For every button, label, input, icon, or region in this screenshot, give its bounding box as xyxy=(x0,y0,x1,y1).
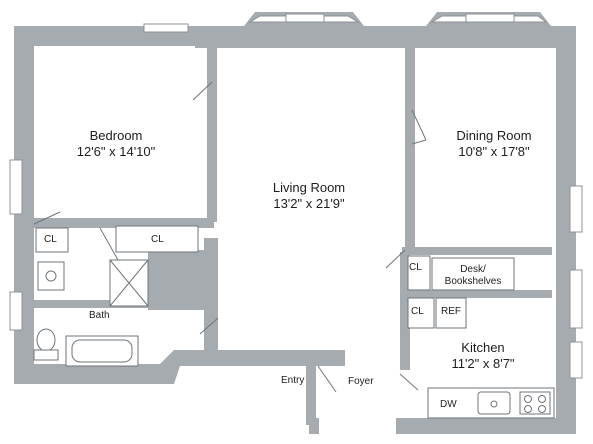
windows xyxy=(9,23,583,379)
dining-kitchen-fixtures xyxy=(407,255,555,419)
closet-label-bedroom-left: CL xyxy=(44,234,57,245)
entry-label: Entry xyxy=(281,375,305,386)
foyer-label: Foyer xyxy=(348,376,374,387)
bay-window-living xyxy=(244,12,364,26)
closet-label-kitchen: CL xyxy=(411,306,424,317)
bedroom-label: Bedroom 12'6" x 14'10" xyxy=(77,128,156,159)
refrigerator-label: REF xyxy=(441,306,461,317)
bedroom-dimensions: 12'6" x 14'10" xyxy=(76,143,156,159)
dishwasher-label: DW xyxy=(440,399,457,410)
bedroom-closets xyxy=(35,225,199,253)
desk-bookshelves-label: Desk/ Bookshelves xyxy=(445,264,502,288)
closet-label-bedroom-right: CL xyxy=(151,234,164,245)
living-room-name: Living Room xyxy=(272,180,346,195)
living-room-dimensions: 13'2" x 21'9" xyxy=(273,195,345,211)
living-room-label: Living Room 13'2" x 21'9" xyxy=(273,180,345,211)
dining-room-label: Dining Room 10'8" x 17'8" xyxy=(456,128,531,159)
bay-window-dining xyxy=(426,12,551,26)
kitchen-dimensions: 11'2" x 8'7" xyxy=(451,355,515,371)
interior-walls xyxy=(24,42,552,370)
dining-room-name: Dining Room xyxy=(456,128,532,143)
bath-label: Bath xyxy=(89,310,110,321)
exterior-walls xyxy=(14,26,576,434)
bedroom-name: Bedroom xyxy=(89,128,143,143)
kitchen-name: Kitchen xyxy=(461,340,505,355)
desk-label-line1: Desk/ xyxy=(460,264,486,275)
doors xyxy=(33,81,427,393)
closet-label-dining: CL xyxy=(409,262,422,273)
kitchen-label: Kitchen 11'2" x 8'7" xyxy=(451,340,514,371)
dining-room-dimensions: 10'8" x 17'8" xyxy=(458,143,530,159)
desk-label-line2: Bookshelves xyxy=(444,276,502,287)
bathroom-fixtures xyxy=(33,259,149,367)
